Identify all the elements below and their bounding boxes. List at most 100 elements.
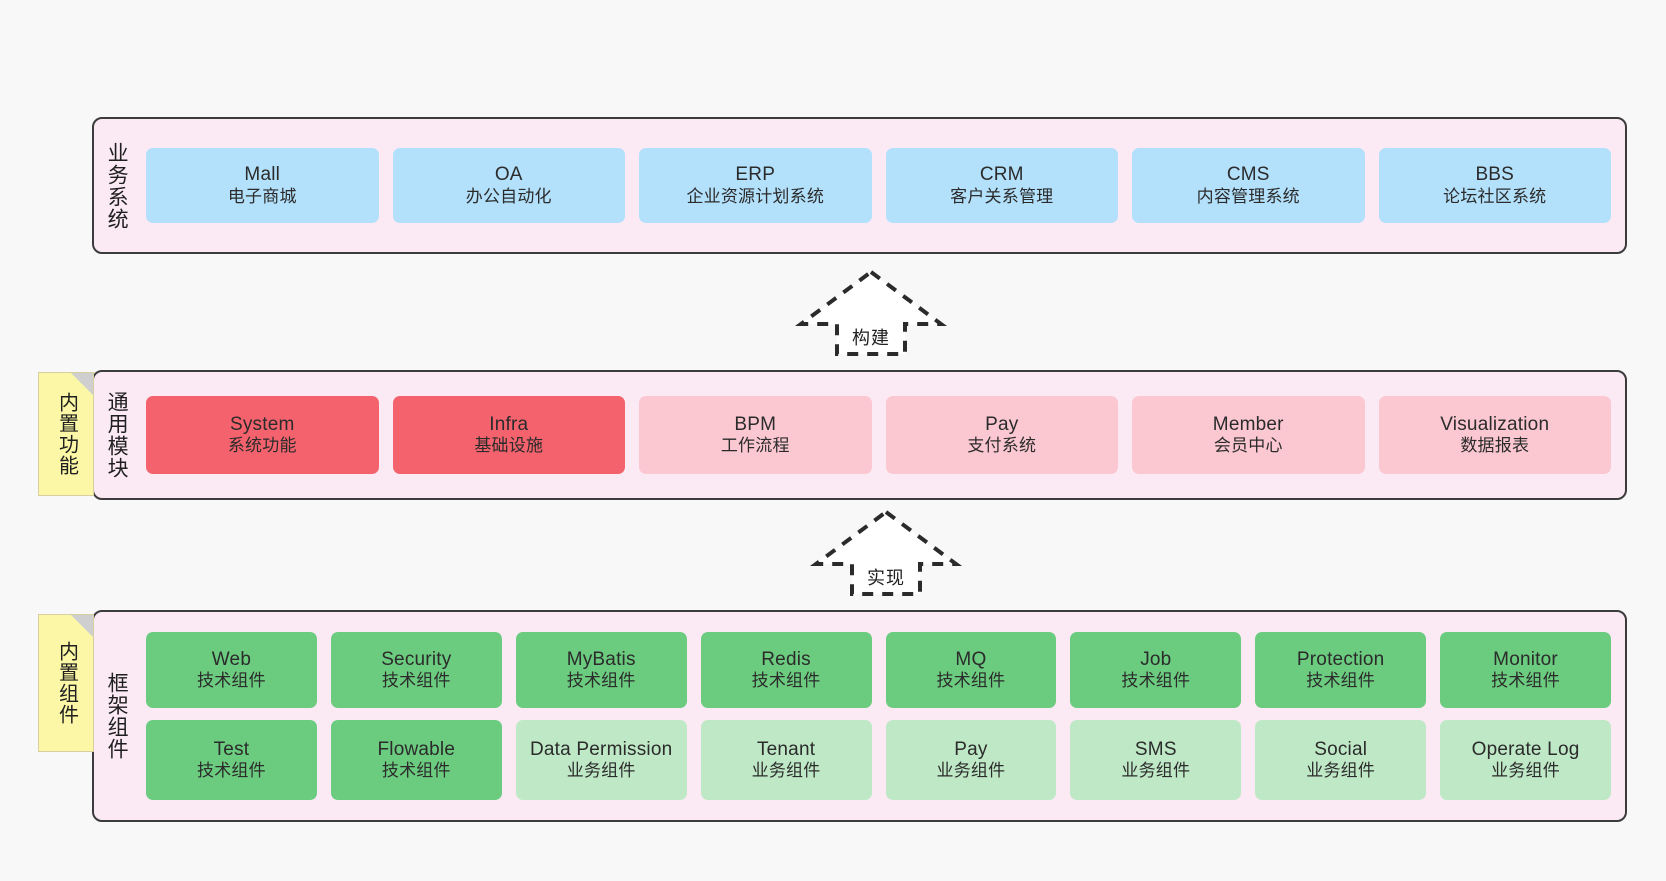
layer-body-business-systems: Mall 电子商城 OA 办公自动化 ERP 企业资源计划系统 CRM 客户关系…	[138, 119, 1625, 252]
card-title: Visualization	[1440, 413, 1550, 435]
sticky-note-builtin-features: 内置功能	[38, 372, 94, 496]
card-subtitle: 技术组件	[381, 761, 451, 781]
layer-business-systems: 业务系统 Mall 电子商城 OA 办公自动化 ERP 企业资源计划系统 CRM…	[92, 117, 1627, 254]
sticky-note-builtin-components: 内置组件	[38, 614, 94, 752]
card-system[interactable]: System 系统功能	[146, 396, 379, 474]
card-subtitle: 内容管理系统	[1196, 186, 1300, 206]
card-subtitle: 技术组件	[381, 671, 451, 691]
card-title: ERP	[735, 164, 776, 186]
card-subtitle: 会员中心	[1213, 436, 1283, 456]
card-redis[interactable]: Redis 技术组件	[700, 632, 872, 708]
card-subtitle: 论坛社区系统	[1443, 186, 1547, 206]
card-member[interactable]: Member 会员中心	[1132, 396, 1365, 474]
card-pay-module[interactable]: Pay 支付系统	[885, 396, 1118, 474]
connector-build: 构建	[794, 268, 948, 356]
card-title: SMS	[1134, 738, 1177, 760]
card-title: CMS	[1226, 164, 1270, 186]
connector-build-label: 构建	[852, 328, 890, 348]
card-test[interactable]: Test 技术组件	[146, 720, 317, 800]
card-title: CRM	[979, 164, 1024, 186]
card-erp[interactable]: ERP 企业资源计划系统	[639, 148, 872, 223]
card-subtitle: 技术组件	[566, 671, 636, 691]
card-web[interactable]: Web 技术组件	[146, 632, 317, 708]
implement-arrow-icon	[809, 509, 963, 596]
card-pay-component[interactable]: Pay 业务组件	[885, 720, 1057, 800]
card-title: Mall	[244, 164, 281, 186]
card-bpm[interactable]: BPM 工作流程	[639, 396, 872, 474]
card-social[interactable]: Social 业务组件	[1255, 720, 1427, 800]
layer-title-business-systems: 业务系统	[105, 141, 129, 230]
card-subtitle: 系统功能	[227, 436, 297, 456]
card-subtitle: 电子商城	[227, 186, 297, 206]
card-subtitle: 基础设施	[474, 436, 544, 456]
card-subtitle: 企业资源计划系统	[686, 186, 825, 206]
layer-title-common-modules: 通用模块	[105, 391, 129, 479]
card-oa[interactable]: OA 办公自动化	[392, 148, 625, 223]
card-tenant[interactable]: Tenant 业务组件	[700, 720, 872, 800]
card-data-permission[interactable]: Data Permission 业务组件	[515, 720, 687, 800]
card-subtitle: 业务组件	[1491, 761, 1560, 781]
card-sms[interactable]: SMS 业务组件	[1070, 720, 1242, 800]
card-title: Infra	[489, 413, 529, 435]
card-title: Flowable	[377, 738, 456, 760]
layer-framework-components: 框架组件 Web 技术组件 Security 技术组件 MyBatis 技术组件…	[92, 610, 1627, 822]
card-title: Social	[1314, 738, 1368, 760]
card-flowable[interactable]: Flowable 技术组件	[330, 720, 502, 800]
layer-body-common-modules: System 系统功能 Infra 基础设施 BPM 工作流程 Pay 支付系统…	[138, 372, 1625, 498]
card-operate-log[interactable]: Operate Log 业务组件	[1440, 720, 1611, 800]
card-infra[interactable]: Infra 基础设施	[392, 396, 625, 474]
card-title: System	[229, 413, 295, 435]
card-title: Redis	[761, 648, 811, 670]
card-title: MQ	[955, 648, 987, 670]
card-title: MyBatis	[566, 648, 636, 670]
card-title: Protection	[1296, 648, 1385, 670]
card-title: BBS	[1475, 164, 1515, 186]
card-subtitle: 技术组件	[1121, 671, 1191, 691]
framework-row-technical: Web 技术组件 Security 技术组件 MyBatis 技术组件 Redi…	[146, 632, 1611, 708]
card-subtitle: 业务组件	[751, 761, 821, 781]
card-subtitle: 技术组件	[1306, 671, 1376, 691]
card-title: Member	[1212, 413, 1284, 435]
card-visualization[interactable]: Visualization 数据报表	[1378, 396, 1611, 474]
card-job[interactable]: Job 技术组件	[1070, 632, 1242, 708]
card-title: Data Permission	[529, 738, 673, 760]
card-subtitle: 技术组件	[1491, 671, 1560, 691]
connector-implement-label: 实现	[867, 568, 905, 588]
layer-title-framework-components: 框架组件	[105, 672, 129, 760]
card-title: Tenant	[756, 738, 816, 760]
card-subtitle: 技术组件	[751, 671, 821, 691]
card-subtitle: 技术组件	[197, 671, 266, 691]
build-arrow-icon	[794, 269, 948, 356]
sticky-note-label: 内置功能	[55, 392, 78, 476]
sticky-note-label: 内置组件	[55, 641, 78, 725]
card-subtitle: 业务组件	[936, 761, 1006, 781]
card-subtitle: 业务组件	[566, 761, 636, 781]
card-title: Pay	[985, 413, 1019, 435]
card-title: OA	[494, 164, 523, 186]
card-security[interactable]: Security 技术组件	[330, 632, 502, 708]
card-title: Monitor	[1493, 648, 1558, 670]
layer-common-modules: 通用模块 System 系统功能 Infra 基础设施 BPM 工作流程 Pay…	[92, 370, 1627, 500]
card-mq[interactable]: MQ 技术组件	[885, 632, 1057, 708]
card-mall[interactable]: Mall 电子商城	[146, 148, 379, 223]
card-title: Operate Log	[1471, 738, 1580, 760]
card-subtitle: 业务组件	[1121, 761, 1191, 781]
card-title: Job	[1140, 648, 1172, 670]
card-monitor[interactable]: Monitor 技术组件	[1440, 632, 1611, 708]
card-subtitle: 客户关系管理	[950, 186, 1054, 206]
card-subtitle: 工作流程	[720, 436, 790, 456]
card-subtitle: 技术组件	[936, 671, 1006, 691]
card-mybatis[interactable]: MyBatis 技术组件	[515, 632, 687, 708]
card-title: Security	[381, 648, 452, 670]
card-cms[interactable]: CMS 内容管理系统	[1132, 148, 1365, 223]
card-crm[interactable]: CRM 客户关系管理	[885, 148, 1118, 223]
card-subtitle: 业务组件	[1306, 761, 1376, 781]
card-title: Pay	[954, 738, 988, 760]
layer-body-framework-components: Web 技术组件 Security 技术组件 MyBatis 技术组件 Redi…	[138, 612, 1625, 820]
card-subtitle: 办公自动化	[465, 186, 552, 206]
card-protection[interactable]: Protection 技术组件	[1255, 632, 1427, 708]
card-subtitle: 支付系统	[967, 436, 1037, 456]
card-subtitle: 技术组件	[197, 761, 266, 781]
card-bbs[interactable]: BBS 论坛社区系统	[1378, 148, 1611, 223]
